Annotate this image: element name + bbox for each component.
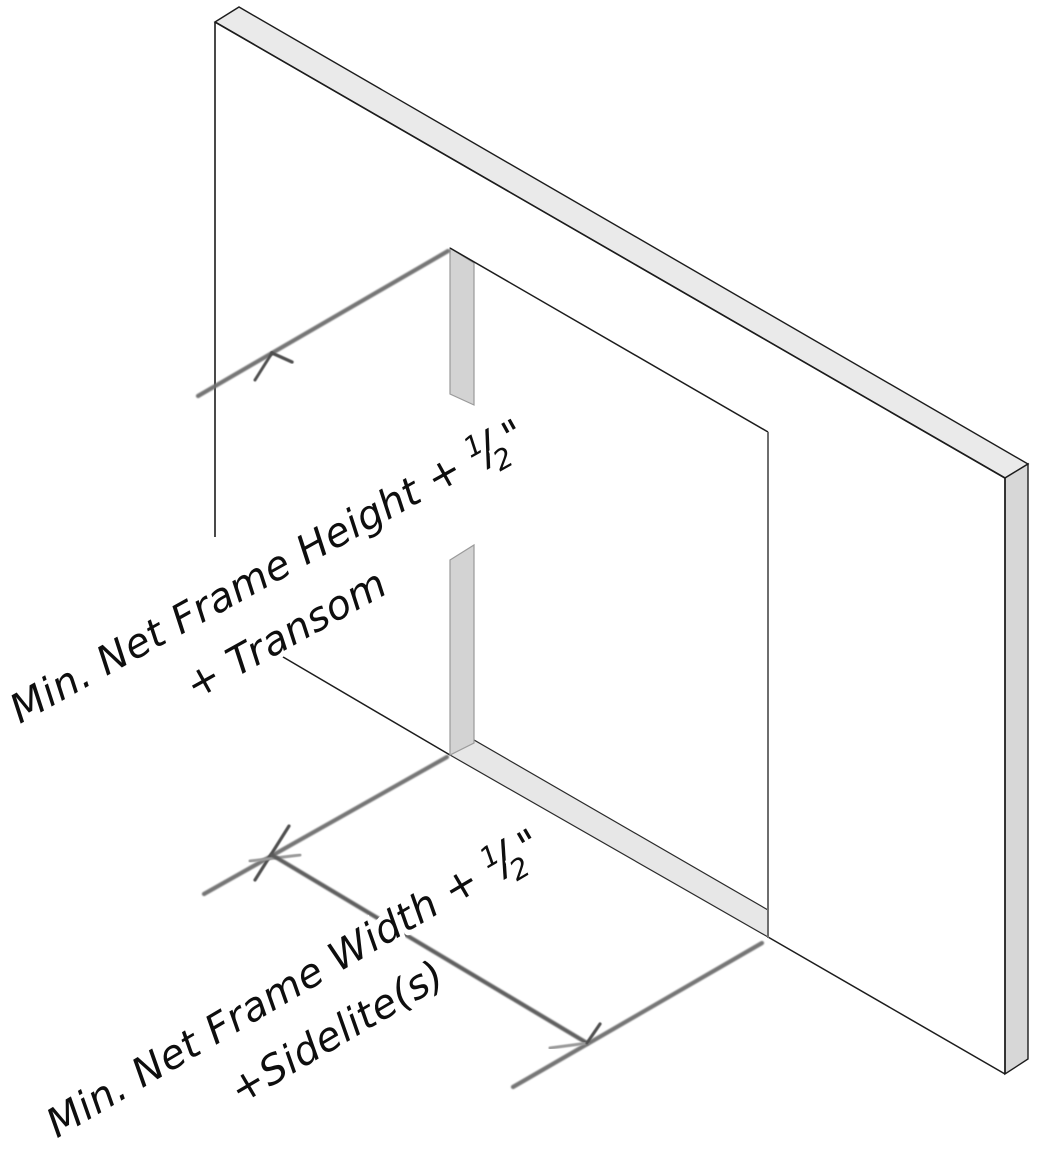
opening-left-jamb-reveal-upper	[449, 246, 475, 406]
wall-bottom-edge-right-segment	[767, 936, 1006, 1075]
wall-bottom-edge-left-segment	[277, 653, 451, 756]
opening-left-jamb-reveal-lower	[449, 543, 475, 756]
wall-end-face	[1004, 462, 1029, 1076]
opening-head-line	[449, 247, 769, 433]
wall-top-face	[213, 6, 1030, 479]
width-dimension-line	[269, 852, 590, 1046]
height-extension-line-top	[195, 248, 451, 399]
height-extension-line-bottom	[201, 754, 450, 897]
width-arrowhead-right-tick-horizontal	[548, 1041, 590, 1050]
height-arrowhead-top-barb-left	[253, 351, 274, 382]
width-arrowhead-right-barb	[585, 1022, 602, 1045]
wall-top-front-edge	[214, 21, 1006, 479]
height-arrowhead-top-barb-right	[270, 351, 294, 364]
width-extension-line-right	[510, 940, 765, 1090]
